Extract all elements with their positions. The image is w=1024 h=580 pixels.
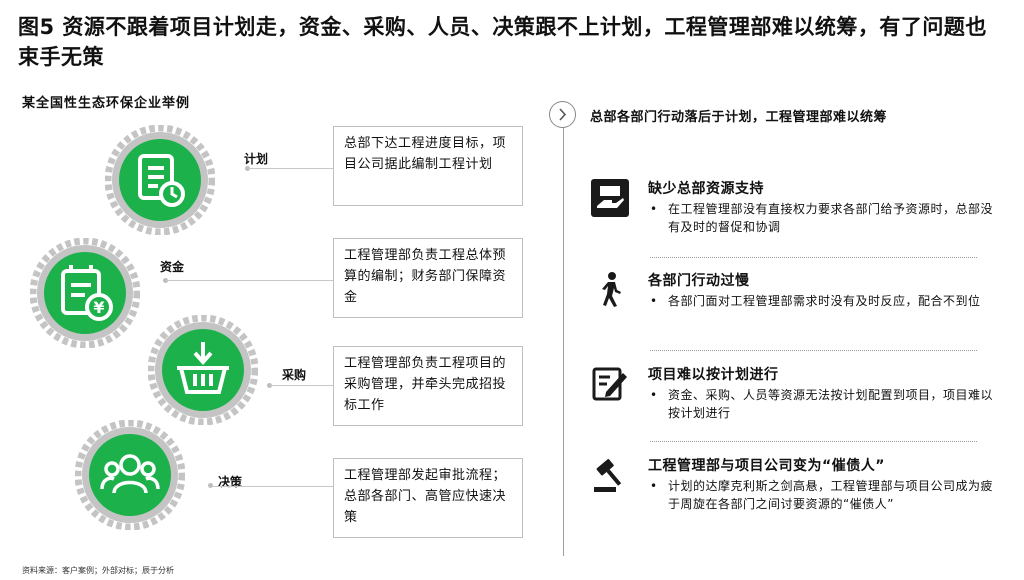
dotted-separator <box>650 350 977 351</box>
issue-item: 工程管理部与项目公司变为“催债人” 计划的达摩克利斯之剑高悬，工程管理部与项目公… <box>590 455 993 545</box>
gear-label-funding: 资金 <box>160 260 185 274</box>
source-note: 资料来源：客户案例；外部对标；辰于分析 <box>22 566 174 575</box>
connector-dot <box>208 483 213 488</box>
connector-line <box>166 280 333 281</box>
shopping-basket-icon <box>177 342 229 394</box>
right-panel-heading: 总部各部门行动落后于计划，工程管理部难以统筹 <box>590 110 888 125</box>
gear-plan <box>105 125 215 235</box>
gear-decision <box>75 420 185 530</box>
connector-dot <box>245 166 250 171</box>
connector-dot <box>163 278 168 283</box>
gear-procurement <box>148 315 258 425</box>
people-group-icon <box>100 454 160 494</box>
issue-title: 各部门行动过慢 <box>648 273 750 289</box>
dotted-separator <box>650 441 977 442</box>
svg-text:¥: ¥ <box>93 298 104 317</box>
connector-line <box>211 486 333 487</box>
gear-description-plan: 总部下达工程进度目标，项目公司据此编制工程计划 <box>333 126 523 206</box>
gear-label-plan: 计划 <box>244 152 269 166</box>
issue-item: 项目难以按计划进行 资金、采购、人员等资源无法按计划配置到项目，项目难以按计划进… <box>590 364 993 434</box>
issue-title: 工程管理部与项目公司变为“催债人” <box>648 458 885 474</box>
issue-bullet: 各部门面对工程管理部需求时没有及时反应，配合不到位 <box>648 292 998 310</box>
gear-description-funding: 工程管理部负责工程总体预算的编制；财务部门保障资金 <box>333 238 523 318</box>
issue-item: 各部门行动过慢 各部门面对工程管理部需求时没有及时反应，配合不到位 <box>590 270 990 340</box>
issue-bullet: 资金、采购、人员等资源无法按计划配置到项目，项目难以按计划进行 <box>648 386 998 422</box>
gear-label-procurement: 采购 <box>282 368 307 382</box>
connector-line <box>248 168 333 169</box>
chevron-right-icon <box>549 101 576 128</box>
issue-bullet: 在工程管理部没有直接权力要求各部门给予资源时，总部没有及时的督促和协调 <box>648 200 998 236</box>
gavel-icon <box>594 459 622 492</box>
issue-item: 缺少总部资源支持 在工程管理部没有直接权力要求各部门给予资源时，总部没有及时的督… <box>590 178 993 248</box>
diagram-subtitle: 某全国性生态环保企业举例 <box>22 96 191 111</box>
gear-description-procurement: 工程管理部负责工程项目的采购管理，并牵头完成招投标工作 <box>333 346 523 426</box>
connector-line <box>270 385 333 386</box>
edit-note-icon <box>592 367 627 401</box>
vertical-divider <box>563 114 564 556</box>
gear-description-decision: 工程管理部发起审批流程；总部各部门、高管应快速决策 <box>333 458 523 538</box>
page-title: 图5 资源不跟着项目计划走，资金、采购、人员、决策跟不上计划，工程管理部难以统筹… <box>18 15 987 69</box>
dotted-separator <box>650 257 977 258</box>
issue-title: 缺少总部资源支持 <box>648 181 764 197</box>
walking-person-icon <box>602 272 621 307</box>
hand-resource-icon <box>591 179 629 217</box>
gear-funding: ¥ <box>30 238 140 348</box>
connector-dot <box>267 383 272 388</box>
issue-bullet: 计划的达摩克利斯之剑高悬，工程管理部与项目公司成为疲于周旋在各部门之间讨要资源的… <box>648 477 998 513</box>
gear-label-decision: 决策 <box>218 475 243 489</box>
issue-title: 项目难以按计划进行 <box>648 367 779 383</box>
yen-invoice-icon: ¥ <box>61 265 113 321</box>
schedule-document-icon <box>138 154 185 207</box>
